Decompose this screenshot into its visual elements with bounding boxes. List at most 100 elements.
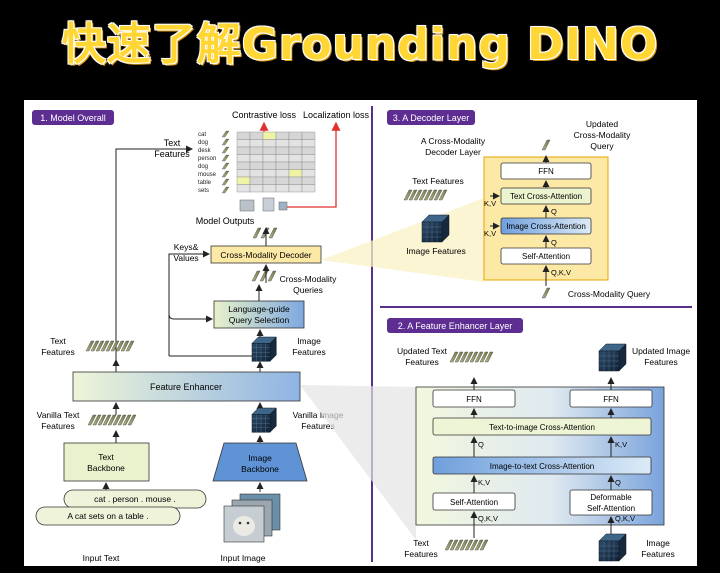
matrix-cell bbox=[249, 146, 264, 155]
image-backbone-label-1: Image bbox=[248, 453, 272, 463]
text-backbone-label-1: Text bbox=[98, 452, 114, 462]
matrix-cell bbox=[275, 146, 290, 155]
matrix-cell bbox=[275, 131, 290, 140]
cross-modality-queries-label-1: Cross-Modality bbox=[280, 274, 337, 284]
vanilla-text-feature-bars bbox=[87, 414, 137, 426]
feature-token bbox=[105, 340, 115, 352]
feature-token bbox=[107, 414, 117, 426]
vanilla-text-label-1: Vanilla Text bbox=[37, 410, 80, 420]
matrix-cell bbox=[236, 154, 251, 163]
category-token bbox=[221, 178, 230, 186]
matrix-cell bbox=[262, 161, 277, 170]
enhancer-image-features-label-2: Features bbox=[641, 549, 675, 559]
feature-enhancer-layer: Updated Text Features Updated Image Feat… bbox=[397, 343, 690, 562]
enhancer-self-attention-label: Self-Attention bbox=[450, 498, 498, 507]
decoder-layer: Updated Cross-Modality Query A Cross-Mod… bbox=[403, 119, 651, 299]
text-backbone-label-2: Backbone bbox=[87, 463, 125, 473]
enhancer-input-text-feature-bars bbox=[444, 539, 489, 551]
feature-token bbox=[541, 139, 551, 151]
cross-modality-decoder-box bbox=[210, 245, 322, 264]
feature-token bbox=[403, 189, 413, 201]
vanilla-image-feature-cube bbox=[251, 407, 277, 433]
text-features-top-label-2: Features bbox=[154, 149, 190, 159]
matrix-cell bbox=[301, 184, 316, 193]
decoder-self-attention-box bbox=[500, 247, 592, 265]
feature-token bbox=[423, 189, 433, 201]
updated-image-feature-cube bbox=[598, 343, 627, 372]
decoder-image-feature-cube bbox=[421, 214, 450, 243]
output-query-bars bbox=[252, 227, 278, 239]
keys-values-label-2: Values bbox=[173, 253, 198, 263]
feature-token bbox=[438, 189, 448, 201]
text-to-image-cross-attention-box bbox=[432, 417, 652, 436]
feature-token bbox=[95, 340, 105, 352]
matrix-cell bbox=[288, 161, 303, 170]
language-guide-label-2: Query Selection bbox=[229, 315, 290, 325]
updated-text-label-1: Updated Text bbox=[397, 346, 448, 356]
enhancer-text-ffn-label: FFN bbox=[466, 395, 482, 404]
decoder-title-2: Decoder Layer bbox=[425, 147, 481, 157]
decoder-text-features-label: Text Features bbox=[412, 176, 464, 186]
feature-token bbox=[459, 351, 469, 363]
feature-token bbox=[260, 227, 270, 239]
enhancer-self-attention-box bbox=[432, 492, 516, 511]
matrix-cell bbox=[249, 131, 264, 140]
feature-token bbox=[85, 340, 95, 352]
matrix-cell bbox=[249, 184, 264, 193]
enhancer-kv-label-1: K,V bbox=[615, 440, 627, 449]
feature-token bbox=[418, 189, 428, 201]
matrix-cell bbox=[288, 131, 303, 140]
model-overall: Contrastive loss Localization loss Text … bbox=[35, 110, 370, 563]
enhancer-kv-label-2: K,V bbox=[478, 478, 490, 487]
feature-token bbox=[87, 414, 97, 426]
category-label: sets bbox=[198, 188, 209, 194]
category-label: table bbox=[198, 180, 212, 186]
feature-token bbox=[479, 539, 489, 551]
feature-token bbox=[474, 351, 484, 363]
feature-token bbox=[112, 414, 122, 426]
matrix-cell bbox=[249, 169, 264, 178]
updated-query-label-2: Cross-Modality bbox=[574, 130, 631, 140]
feature-token bbox=[102, 414, 112, 426]
feature-enhancer-box bbox=[72, 371, 301, 402]
matrix-cell bbox=[236, 169, 251, 178]
matrix-cell bbox=[288, 176, 303, 185]
matrix-cell bbox=[236, 131, 251, 140]
feature-token bbox=[474, 539, 484, 551]
enhancer-qkv-label-2: Q,K,V bbox=[615, 514, 635, 523]
matrix-cell bbox=[262, 184, 277, 193]
text-cross-attention-box bbox=[500, 187, 592, 205]
matrix-cell bbox=[301, 176, 316, 185]
image-backbone-trapezoid bbox=[212, 442, 308, 482]
image-backbone-label-2: Backbone bbox=[241, 464, 279, 474]
localization-loss-label: Localization loss bbox=[303, 110, 370, 120]
updated-image-label-2: Features bbox=[644, 357, 678, 367]
updated-image-label-1: Updated Image bbox=[632, 346, 690, 356]
matrix-cell bbox=[301, 139, 316, 148]
matrix-cell bbox=[275, 169, 290, 178]
enhancer-callout bbox=[300, 385, 416, 540]
image-features-mid-label-2: Features bbox=[292, 347, 326, 357]
input-text-2: A cat sets on a table . bbox=[67, 511, 148, 521]
text-features-top-label-1: Text bbox=[164, 138, 181, 148]
mid-text-feature-bars bbox=[85, 340, 135, 352]
updated-text-feature-bars bbox=[449, 351, 494, 363]
feature-token bbox=[479, 351, 489, 363]
enhancer-image-ffn-box bbox=[569, 389, 653, 408]
diagram-panel: 1. Model Overall 3. A Decoder Layer 2. A… bbox=[24, 100, 697, 566]
matrix-cell bbox=[262, 146, 277, 155]
matrix-cell bbox=[275, 184, 290, 193]
feature-token bbox=[464, 351, 474, 363]
enhancer-text-features-label-1: Text bbox=[413, 538, 429, 548]
matrix-cell bbox=[275, 154, 290, 163]
matrix-cell bbox=[288, 154, 303, 163]
feature-token bbox=[449, 539, 459, 551]
enhancer-q-label-2: Q bbox=[615, 478, 621, 487]
matrix-cell bbox=[236, 139, 251, 148]
matrix-cell bbox=[236, 161, 251, 170]
matrix-cell bbox=[236, 176, 251, 185]
feature-token bbox=[428, 189, 438, 201]
mid-image-feature-cube bbox=[251, 336, 277, 362]
feature-token bbox=[413, 189, 423, 201]
section-tag-model-overall: 1. Model Overall bbox=[32, 110, 114, 125]
